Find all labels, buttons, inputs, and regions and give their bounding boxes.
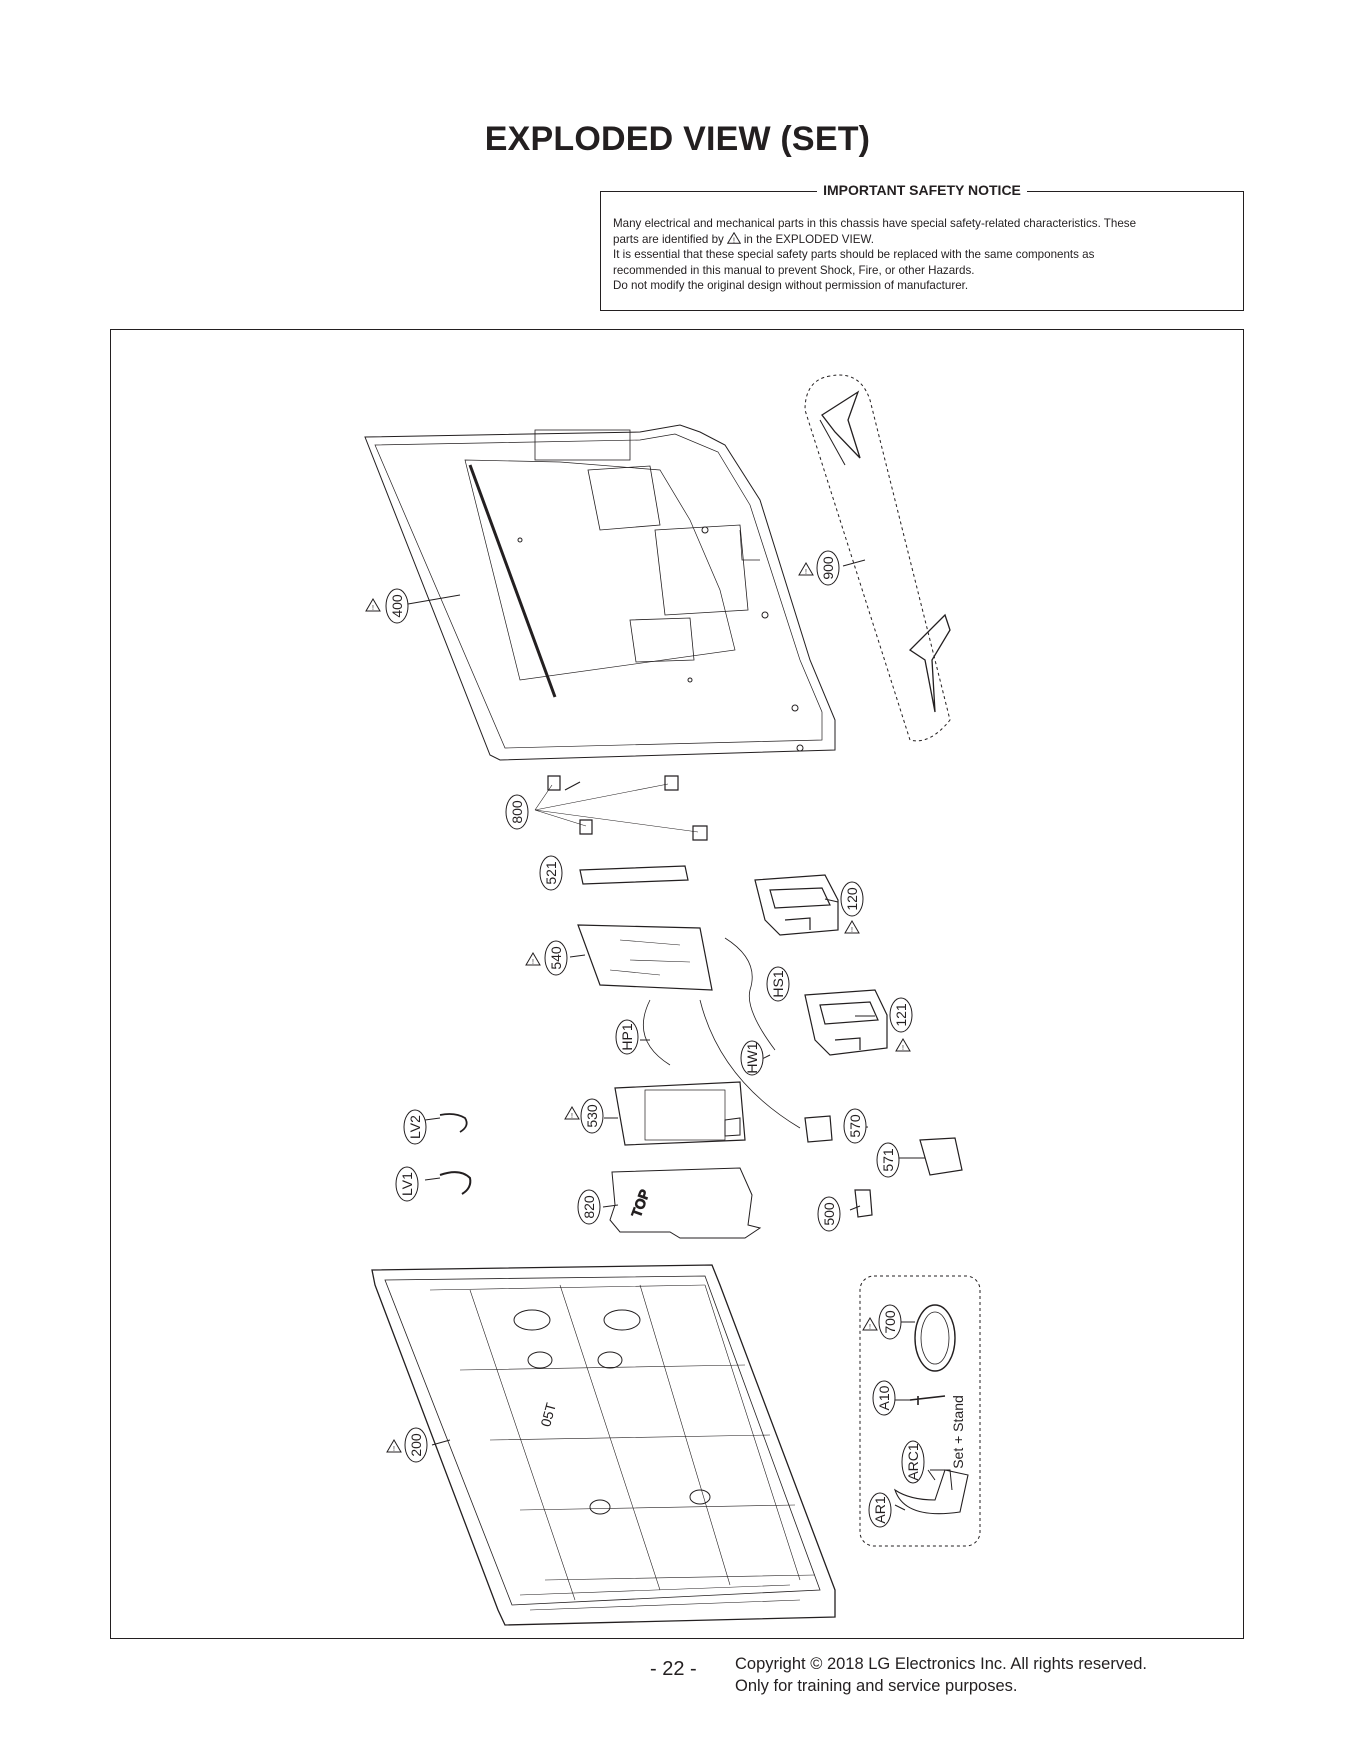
cable-hs1-drawing xyxy=(724,937,776,1051)
part-400-callout: 400 xyxy=(389,594,405,618)
label-sheet-drawing xyxy=(609,1167,762,1239)
panel-drawing xyxy=(371,1264,836,1626)
remote-700-drawing xyxy=(914,1304,956,1372)
back-cover-drawing xyxy=(364,424,836,761)
cable-hp1-drawing xyxy=(643,999,671,1066)
exploded-view-frame xyxy=(110,329,1244,1639)
part-hp1-callout: HP1 xyxy=(619,1023,635,1050)
part-callouts: 400 900 800 521 120 540 HS1 121 HP1 HW1 … xyxy=(385,550,925,1528)
cable-hw1-drawing xyxy=(699,999,801,1129)
main-board-drawing xyxy=(577,924,713,991)
page-number: - 22 - xyxy=(650,1658,697,1680)
part-820-callout: 820 xyxy=(581,1195,597,1219)
page-title: EXPLODED VIEW (SET) xyxy=(484,120,871,158)
part-a10-callout: A10 xyxy=(876,1385,892,1410)
accessory-ar1-drawing xyxy=(893,1469,969,1515)
notice-line-5: Do not modify the original design withou… xyxy=(613,279,969,292)
part-hs1-callout: HS1 xyxy=(770,970,786,997)
part-lv1-callout: LV1 xyxy=(399,1172,415,1196)
part-500-callout: 500 xyxy=(821,1202,837,1226)
warning-triangles xyxy=(365,562,911,1454)
screw-a10-drawing xyxy=(909,1395,946,1405)
part-900-callout: 900 xyxy=(820,556,836,580)
safety-notice-text: Many electrical and mechanical parts in … xyxy=(613,216,1231,294)
part-200-callout: 200 xyxy=(408,1433,424,1457)
part-571-callout: 571 xyxy=(880,1148,896,1172)
part-ar1-callout: AR1 xyxy=(872,1496,888,1523)
speaker-120-drawing xyxy=(754,874,839,936)
copyright-line: Copyright © 2018 LG Electronics Inc. All… xyxy=(735,1655,1148,1673)
part-521-callout: 521 xyxy=(543,861,559,885)
part-570-drawing xyxy=(804,1115,833,1143)
safety-notice-box: IMPORTANT SAFETY NOTICE Many electrical … xyxy=(600,182,1244,311)
notice-line-4: recommended in this manual to prevent Sh… xyxy=(613,263,975,277)
top-sheet-label: TOP xyxy=(628,1187,653,1219)
stand-drawing xyxy=(804,374,951,742)
cable-lv1-drawing xyxy=(439,1171,472,1195)
speaker-121-drawing xyxy=(804,989,888,1056)
accessories-box xyxy=(859,1275,981,1547)
panel-marking-label: 05T xyxy=(537,1401,559,1429)
set-stand-label: Set + Stand xyxy=(950,1395,966,1469)
part-arc1-callout: ARC1 xyxy=(905,1443,921,1481)
purpose-line: Only for training and service purposes. xyxy=(735,1677,1018,1695)
part-800-callout: 800 xyxy=(509,800,525,824)
part-lv2-callout: LV2 xyxy=(407,1115,423,1139)
part-500-drawing xyxy=(854,1189,873,1218)
brackets-drawing xyxy=(534,775,708,841)
copyright-notice: Copyright © 2018 LG Electronics Inc. All… xyxy=(735,1653,1147,1697)
cable-lv2-drawing xyxy=(439,1113,468,1133)
part-530-callout: 530 xyxy=(584,1104,600,1128)
notice-line-3: It is essential that these special safet… xyxy=(613,248,1095,261)
part-571-drawing xyxy=(919,1137,963,1176)
bracket-521-drawing xyxy=(579,865,689,885)
part-570-callout: 570 xyxy=(847,1114,863,1138)
notice-line-1: Many electrical and mechanical parts in … xyxy=(613,217,1137,230)
part-700-callout: 700 xyxy=(882,1310,898,1334)
svg-text:!: ! xyxy=(733,237,735,244)
notice-line-2: parts are identified by!in the EXPLODED … xyxy=(613,231,875,246)
part-121-callout: 121 xyxy=(893,1003,909,1027)
part-540-callout: 540 xyxy=(548,946,564,970)
part-120-callout: 120 xyxy=(844,887,860,911)
part-hw1-callout: HW1 xyxy=(744,1042,760,1073)
power-board-drawing xyxy=(614,1081,746,1146)
safety-notice-heading: IMPORTANT SAFETY NOTICE xyxy=(817,182,1027,198)
warning-triangle-icon: ! xyxy=(726,231,741,244)
